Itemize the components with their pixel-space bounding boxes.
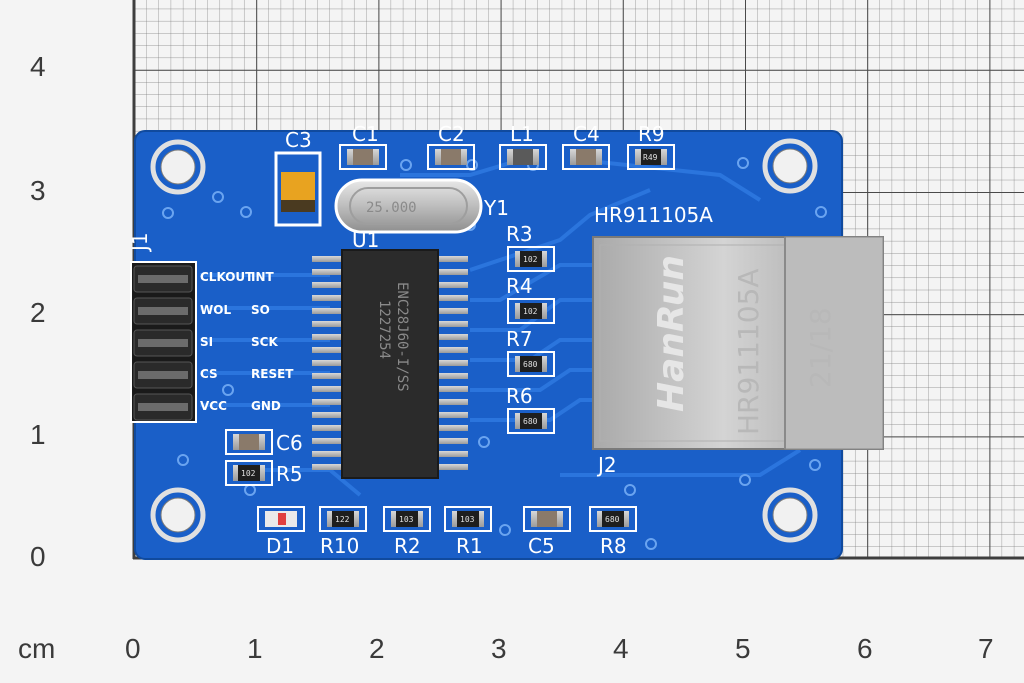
bottom-components: D1 122 R10 103 R2 103 R1 C5 680 R8 bbox=[257, 506, 637, 558]
unit-label: cm bbox=[18, 633, 55, 664]
label-r6: R6 bbox=[506, 384, 533, 408]
jack-part-text: HR911105A bbox=[732, 268, 765, 435]
x-tick-5: 5 bbox=[735, 633, 751, 664]
code-r8: 680 bbox=[605, 515, 620, 524]
x-tick-2: 2 bbox=[369, 633, 385, 664]
label-c6: C6 bbox=[276, 431, 303, 455]
pin-label-sck: SCK bbox=[251, 335, 278, 349]
y-tick-0: 0 bbox=[30, 541, 46, 572]
label-c1: C1 bbox=[352, 122, 379, 146]
label-c4: C4 bbox=[573, 122, 600, 146]
pin-label-cs: CS bbox=[200, 367, 218, 381]
label-j2: J2 bbox=[596, 453, 617, 477]
label-r2: R2 bbox=[394, 534, 421, 558]
label-d1: D1 bbox=[266, 534, 294, 558]
label-r3: R3 bbox=[506, 222, 533, 246]
top-components: C3 C1 C2 L1 C4 R49 R9 bbox=[274, 122, 675, 227]
chip-pins bbox=[312, 256, 468, 470]
code-r6: 680 bbox=[523, 417, 538, 426]
pin-label-wol: WOL bbox=[200, 303, 231, 317]
label-l1: L1 bbox=[510, 122, 534, 146]
label-c5: C5 bbox=[528, 534, 555, 558]
rj45-jack: HR911105A HanRun HR911105A 21/18 J2 bbox=[592, 203, 884, 477]
x-tick-6: 6 bbox=[857, 633, 873, 664]
pin-label-so: SO bbox=[251, 303, 270, 317]
x-tick-7: 7 bbox=[978, 633, 994, 664]
pin-header-j1: J1 CLKOUT WOL SI CS VCC INT SO SCK RESET… bbox=[128, 232, 294, 423]
code-r1: 103 bbox=[460, 515, 475, 524]
label-r8: R8 bbox=[600, 534, 627, 558]
label-u1: U1 bbox=[352, 228, 379, 252]
x-tick-1: 1 bbox=[247, 633, 263, 664]
x-tick-3: 3 bbox=[491, 633, 507, 664]
crystal-marking: 25.000 bbox=[366, 200, 417, 216]
code-r5: 102 bbox=[241, 469, 256, 478]
label-c2: C2 bbox=[438, 122, 465, 146]
label-y1: Y1 bbox=[483, 196, 509, 220]
x-tick-4: 4 bbox=[613, 633, 629, 664]
axis-labels: cm 0 1 2 3 4 5 6 7 0 1 2 3 4 bbox=[18, 51, 994, 664]
label-r1: R1 bbox=[456, 534, 483, 558]
mid-resistors: R3 102 R4 102 R7 680 R6 680 bbox=[506, 222, 555, 434]
code-r10: 122 bbox=[335, 515, 350, 524]
y-tick-1: 1 bbox=[30, 419, 46, 450]
pcb-vias bbox=[162, 157, 827, 550]
jack-brand-text: HanRun bbox=[651, 255, 692, 412]
chip-marking-lot: 1227254 bbox=[376, 300, 392, 359]
label-jack-part: HR911105A bbox=[594, 203, 713, 227]
y-tick-2: 2 bbox=[30, 297, 46, 328]
y-tick-4: 4 bbox=[30, 51, 46, 82]
pin-label-si: SI bbox=[200, 335, 213, 349]
x-tick-0: 0 bbox=[125, 633, 141, 664]
pin-label-vcc: VCC bbox=[200, 399, 227, 413]
label-r10: R10 bbox=[320, 534, 359, 558]
label-c3: C3 bbox=[285, 128, 312, 152]
label-r7: R7 bbox=[506, 327, 533, 351]
code-r4: 102 bbox=[523, 307, 538, 316]
pin-label-gnd: GND bbox=[251, 399, 281, 413]
pin-label-int: INT bbox=[251, 270, 275, 284]
y-tick-3: 3 bbox=[30, 175, 46, 206]
chip-marking-part: ENC28J60-I/SS bbox=[394, 282, 410, 392]
left-components: C6 102 R5 bbox=[225, 429, 303, 486]
label-r4: R4 bbox=[506, 274, 533, 298]
chip-u1: U1 ENC28J60-I/SS 1227254 bbox=[312, 228, 468, 479]
code-r7: 680 bbox=[523, 360, 538, 369]
pin-label-reset: RESET bbox=[251, 367, 294, 381]
jack-date-text: 21/18 bbox=[804, 307, 837, 388]
label-j1: J1 bbox=[128, 232, 152, 253]
crystal-oscillator: 25.000 Y1 bbox=[334, 178, 509, 234]
mounting-holes bbox=[150, 138, 818, 543]
label-r5: R5 bbox=[276, 462, 303, 486]
label-r9: R9 bbox=[638, 122, 665, 146]
code-r9: R49 bbox=[643, 153, 658, 162]
code-r2: 103 bbox=[399, 515, 414, 524]
pin-label-clkout: CLKOUT bbox=[200, 270, 254, 284]
code-r3: 102 bbox=[523, 255, 538, 264]
